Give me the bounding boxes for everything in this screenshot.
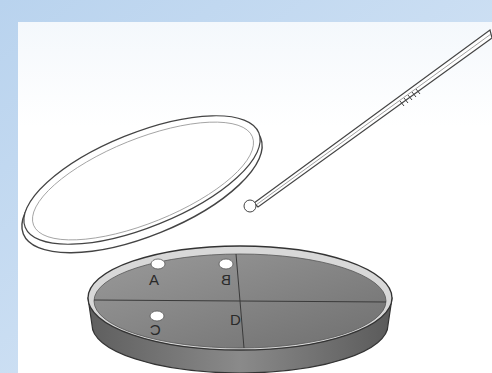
quadrant-label: C	[150, 322, 161, 338]
forceps	[244, 30, 492, 212]
dish-base	[88, 246, 392, 373]
paper-disc	[244, 200, 256, 212]
quadrant-label: A	[149, 272, 159, 288]
quadrant-line	[94, 300, 386, 302]
quadrant-label: D	[230, 312, 241, 328]
quadrant-label: B	[221, 272, 231, 288]
paper-disc	[150, 259, 233, 321]
